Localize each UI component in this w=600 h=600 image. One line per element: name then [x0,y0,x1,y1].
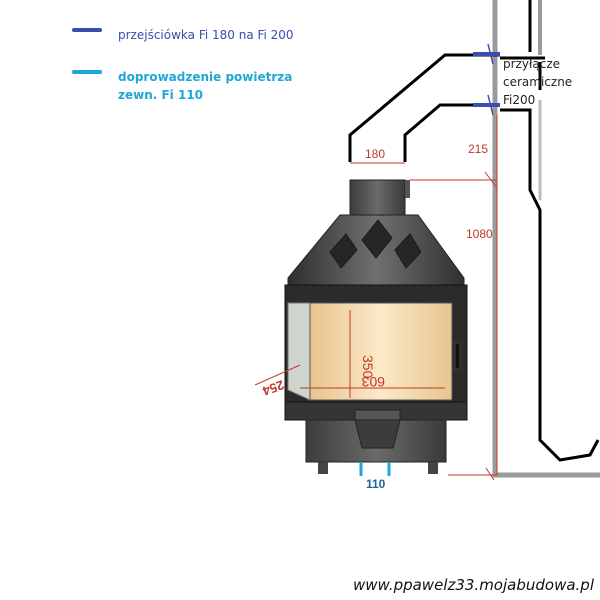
legend-air-label-line1: doprowadzenie powietrza [118,70,293,84]
connector-label-line2: ceramiczne [503,75,572,89]
dim-215: 215 [468,142,488,156]
connector-label-line3: Fi200 [503,93,535,107]
air-inlet-markers [359,462,391,476]
flue-pipe [348,0,600,462]
side-glass [287,302,311,401]
dim-603: 603 [361,374,385,390]
dim-350: 350 [360,355,376,379]
reducer-ticks [487,43,494,116]
dim-254: 254 [260,377,286,399]
base-funnel [354,419,401,449]
legend-air-label-line2: zewn. Fi 110 [118,88,204,102]
dimension-lines [254,115,498,481]
legend-reducer-swatch [72,28,102,32]
connector-label-line1: przyłącze [503,57,560,71]
flue-collar-band [405,180,410,198]
left-foot [318,462,328,474]
dim-180: 180 [365,147,385,161]
legend-air-swatch [72,70,102,74]
hood-diamonds [329,219,422,269]
flue-collar [349,179,406,216]
door-handle [454,342,461,370]
legend-reducer-label: przejściówka Fi 180 na Fi 200 [118,28,294,42]
wall [492,0,600,478]
front-glass [309,302,453,401]
dim-1080: 1080 [466,227,493,241]
reducer-markers [473,52,500,107]
dim-110: 110 [366,477,386,491]
right-foot [428,462,438,474]
watermark: www.ppawelz33.mojabudowa.pl [352,576,594,594]
